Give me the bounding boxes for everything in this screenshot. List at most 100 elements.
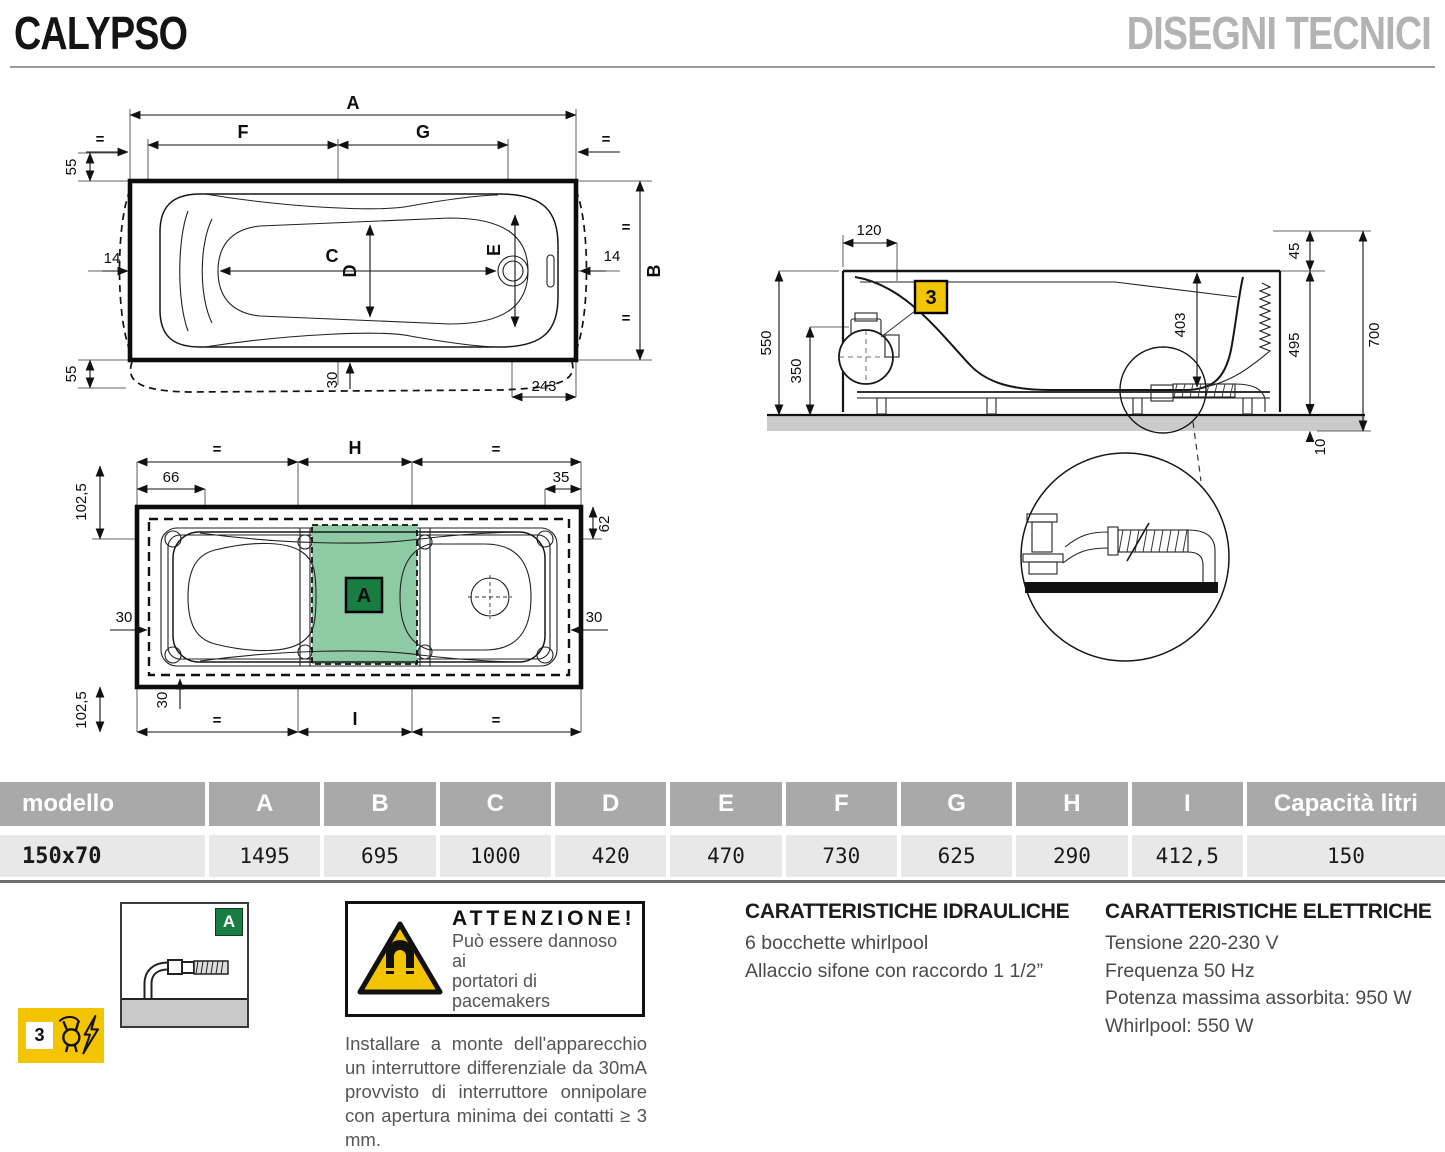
hydraulic-item: Allaccio sifone con raccordo 1 1/2” — [745, 959, 1044, 982]
dim-label-495: 495 — [1286, 332, 1303, 357]
bathtub-plan-view-drawing: A F G = = 55 55 14 14 B = = C D E 30 243 — [63, 93, 664, 402]
siphon-pipe-icon — [143, 959, 229, 1000]
dim-label-d: D — [340, 265, 360, 278]
dim-label-f: F — [238, 122, 249, 142]
page-subtitle: DISEGNI TECNICI — [1126, 7, 1432, 59]
dim-label-10: 10 — [1312, 439, 1329, 456]
dim-label-62: 62 — [596, 516, 613, 533]
cell-c: 1000 — [439, 835, 551, 877]
col-header-c: C — [439, 782, 551, 826]
plug-lightning-icon — [58, 1015, 99, 1055]
detail-floor-band — [122, 998, 247, 1026]
plan-apron-dashed-outline — [118, 189, 588, 393]
drain-detail-circle — [1020, 452, 1230, 662]
dim-label-eq-h-left: = — [213, 441, 222, 458]
tub-rim-outline — [159, 193, 559, 348]
detail-a-badge: A — [215, 908, 243, 936]
dim-label-i: I — [352, 709, 357, 729]
dim-label-eq-b-upper: = — [622, 219, 631, 236]
dim-label-eq-i-left: = — [213, 712, 222, 729]
header-divider — [10, 66, 1435, 68]
dim-label-eq-h-right: = — [492, 441, 501, 458]
cell-h: 290 — [1016, 835, 1128, 877]
col-header-a: A — [209, 782, 321, 826]
cell-d: 420 — [554, 835, 667, 877]
dim-label-102-bottom: 102,5 — [73, 691, 90, 729]
dim-label-102-top: 102,5 — [73, 483, 90, 521]
callout-leader-line — [1192, 421, 1202, 482]
cell-a: 1495 — [209, 835, 321, 877]
attention-line-2: portatori di pacemakers — [452, 971, 551, 1012]
electric-item: Potenza massima assorbita: 950 W — [1105, 987, 1412, 1010]
cell-i: 412,5 — [1131, 835, 1243, 877]
spec-table: modello A B C D E F G H I Capacità litri… — [0, 782, 1445, 883]
hydraulic-title: CARATTERISTICHE IDRAULICHE — [745, 900, 1070, 923]
bathtub-frame-view-drawing: A = H = 66 35 102,5 62 30 30 102,5 30 = … — [73, 438, 613, 737]
side-badge-3-label: 3 — [925, 287, 936, 309]
cell-capacita: 150 — [1246, 835, 1445, 877]
dim-label-eq-top-left: = — [96, 131, 105, 148]
electric-item: Whirlpool: 550 W — [1105, 1015, 1254, 1038]
drain-small-icon — [1150, 383, 1266, 412]
dim-label-403: 403 — [1172, 312, 1189, 337]
support-frame-side — [857, 391, 1270, 415]
dim-label-55-top: 55 — [63, 159, 80, 176]
dim-label-243: 243 — [531, 378, 556, 395]
dim-label-30-right: 30 — [586, 609, 603, 626]
dim-label-a: A — [347, 93, 360, 113]
page-title: CALYPSO — [14, 7, 188, 59]
spec-table-header-row: modello A B C D E F G H I Capacità litri — [0, 782, 1445, 826]
dim-label-eq-top-right: = — [602, 131, 611, 148]
dim-label-c: C — [326, 246, 339, 266]
attention-title: ATTENZIONE! — [452, 906, 636, 930]
attention-line-1: Può essere dannoso ai — [452, 930, 618, 971]
install-note: Installare a monte dell'apparecchio un i… — [345, 1033, 647, 1151]
table-row: 150x70 1495 695 1000 420 470 730 625 290… — [0, 835, 1445, 877]
col-header-capacita: Capacità litri — [1246, 782, 1445, 826]
drain-detail-assembly — [1022, 513, 1218, 593]
electric-item: Frequenza 50 Hz — [1105, 959, 1255, 982]
zone-a-badge: A — [344, 576, 384, 614]
side-tub-profile — [841, 269, 1282, 412]
table-bottom-rule — [0, 880, 1445, 883]
frame-dashed-rect — [147, 517, 571, 677]
electric-title: CARATTERISTICHE ELETTRICHE — [1105, 900, 1432, 923]
overflow-slot-icon — [546, 254, 555, 288]
side-badge-3: 3 — [880, 279, 949, 338]
cell-model: 150x70 — [0, 835, 205, 877]
dim-label-b: B — [644, 265, 664, 278]
dim-label-14-left: 14 — [104, 250, 121, 267]
dim-label-350: 350 — [788, 358, 805, 383]
zone-a-badge-label: A — [357, 585, 371, 607]
col-header-i: I — [1131, 782, 1243, 826]
dim-label-30-bottom: 30 — [154, 692, 171, 709]
dim-label-h: H — [349, 438, 362, 458]
dim-label-700: 700 — [1366, 322, 1383, 347]
siphon-detail-box: A — [120, 902, 249, 1028]
hydraulic-specs: CARATTERISTICHE IDRAULICHE 6 bocchette w… — [745, 900, 1095, 985]
dim-label-g: G — [416, 122, 430, 142]
dim-label-e: E — [484, 244, 504, 256]
dim-label-550: 550 — [758, 330, 775, 355]
col-header-b: B — [324, 782, 436, 826]
magnet-warning-icon — [357, 921, 443, 995]
col-header-h: H — [1016, 782, 1128, 826]
pump-icon — [838, 312, 900, 385]
dim-label-35: 35 — [553, 469, 570, 486]
dim-label-30: 30 — [324, 372, 341, 389]
electric-item: Tensione 220-230 V — [1105, 932, 1279, 954]
dim-label-eq-i-right: = — [492, 712, 501, 729]
attention-box: ATTENZIONE! Può essere dannoso ai portat… — [345, 901, 645, 1017]
bathtub-side-view-drawing: 3 120 550 350 403 45 495 700 10 — [758, 222, 1383, 662]
dim-label-66: 66 — [163, 469, 180, 486]
dim-label-30-left: 30 — [116, 609, 133, 626]
electric-specs: CARATTERISTICHE ELETTRICHE Tensione 220-… — [1105, 900, 1445, 1041]
dim-label-eq-b-lower: = — [622, 310, 631, 327]
drain-callout-circle — [1119, 346, 1207, 434]
col-header-g: G — [900, 782, 1013, 826]
electric-warning-badge: 3 — [18, 1008, 104, 1063]
dim-label-55-bottom: 55 — [63, 366, 80, 383]
frame-tub-outline — [172, 531, 546, 663]
dim-label-14-right: 14 — [604, 248, 621, 265]
col-header-e: E — [670, 782, 782, 826]
